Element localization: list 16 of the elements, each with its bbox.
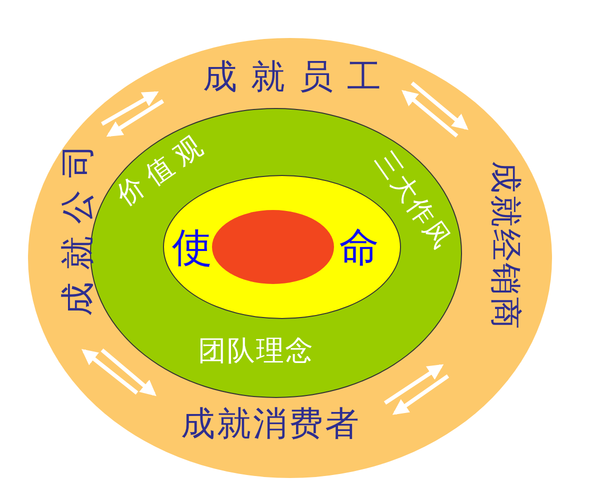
ring-text: 成就消费者 <box>180 407 361 441</box>
arrow <box>106 99 164 137</box>
arrow <box>101 91 159 126</box>
arrow <box>82 349 138 395</box>
ring-text: 成就经销商 <box>490 160 522 331</box>
ring-text: 成就公司 <box>61 132 95 318</box>
ring-label: 团队理念 <box>198 337 314 365</box>
ring-text: 成就员工 <box>202 60 395 94</box>
arrow <box>402 90 458 138</box>
ring-label: 价值观 <box>112 128 214 210</box>
arrow <box>384 364 444 405</box>
arrow <box>410 81 468 130</box>
center-character: 使 <box>172 228 212 268</box>
center-character: 命 <box>339 228 379 268</box>
arrow <box>392 374 450 415</box>
arrow <box>100 348 156 396</box>
